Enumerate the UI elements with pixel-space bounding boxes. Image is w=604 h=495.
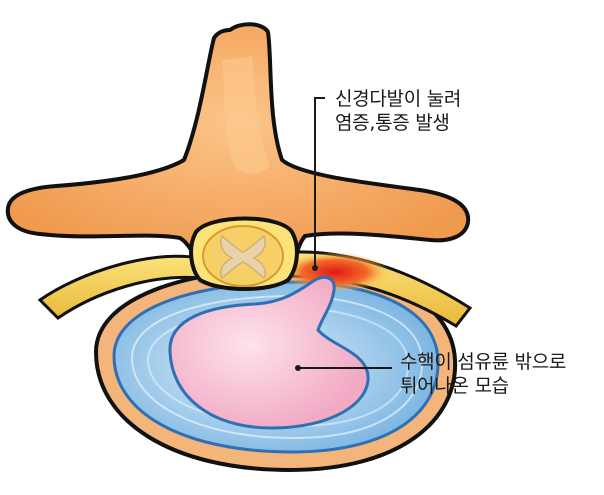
spinal-canal	[189, 216, 299, 291]
herniated-nucleus-annotation-line2: 튀어나온 모습	[400, 375, 509, 397]
nerve-root-annotation: 신경다발이 눌려 염증,통증 발생	[335, 87, 461, 135]
herniated-nucleus-annotation: 수핵이 섬유륜 밖으로 튀어나온 모습	[400, 350, 566, 398]
nerve-root-annotation-line1: 신경다발이 눌려	[335, 88, 462, 110]
leader-dot-nerve	[312, 265, 318, 271]
lamina-highlight	[222, 56, 270, 174]
spinal-cord-grey-matter	[220, 234, 266, 280]
herniated-nucleus-annotation-line1: 수핵이 섬유륜 밖으로	[400, 351, 567, 373]
leader-dot-nucleus	[295, 365, 301, 371]
herniated-nucleus-pulposus	[168, 275, 370, 430]
nerve-root-annotation-line2: 염증,통증 발생	[335, 112, 450, 134]
inflammation-area	[280, 252, 390, 292]
nerve-roots	[37, 250, 473, 328]
leader-lines	[295, 97, 392, 371]
leader-line-nerve	[314, 97, 325, 268]
annulus-lamella-1	[130, 294, 424, 440]
